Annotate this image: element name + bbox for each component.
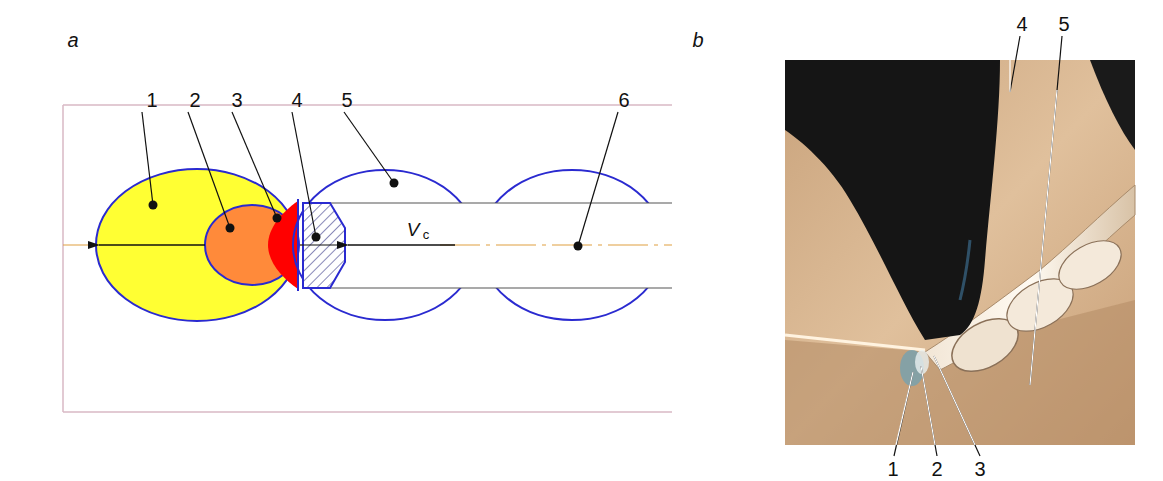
panel-letter: a: [67, 30, 78, 50]
panel-letter: b: [692, 30, 703, 50]
leader-lines: [142, 112, 618, 246]
callout-number: 4: [1016, 14, 1027, 34]
callout-number: 3: [974, 459, 985, 479]
callout-number: 1: [887, 459, 898, 479]
callout-number: 3: [231, 90, 242, 110]
leader-dots: [149, 179, 583, 251]
velocity-subscript: c: [423, 228, 430, 241]
callout-number: 4: [291, 90, 302, 110]
callout-number: 5: [1058, 14, 1069, 34]
callout-number: 1: [146, 90, 157, 110]
callout-number: 5: [341, 90, 352, 110]
leader-lines: [894, 36, 1062, 456]
weld-scheme: [63, 169, 672, 321]
weld-photo: [785, 60, 1135, 445]
callout-number: 6: [618, 90, 629, 110]
velocity-symbol: V: [407, 220, 420, 239]
callout-number: 2: [931, 459, 942, 479]
callout-number: 2: [189, 90, 200, 110]
